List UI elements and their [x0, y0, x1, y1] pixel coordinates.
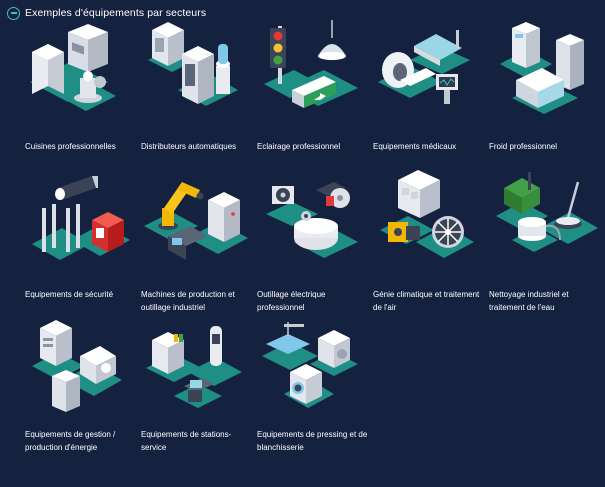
sector-label: Equipements de sécurité [25, 290, 114, 299]
sector-label: Outillage électrique professionnel [257, 290, 326, 312]
sector-grid: Cuisines professionnelles [0, 20, 605, 456]
power-tools-icon [254, 168, 370, 280]
security-icon [22, 168, 138, 280]
sector-label: Distributeurs automatiques [141, 142, 237, 151]
sector-label: Froid professionnel [489, 142, 558, 151]
sector-card-laundry[interactable]: Equipements de pressing et de blanchisse… [254, 316, 370, 464]
lighting-icon [254, 20, 370, 132]
vending-icon [138, 20, 254, 132]
laundry-icon [254, 316, 370, 428]
sector-card-production[interactable]: Machines de production et outillage indu… [138, 168, 254, 316]
sector-label: Equipements médicaux [373, 142, 457, 151]
sector-label: Equipements de gestion / production d'én… [25, 430, 116, 452]
cleaning-icon [486, 168, 602, 280]
sector-card-security[interactable]: Equipements de sécurité [22, 168, 138, 316]
sector-card-energy[interactable]: Equipements de gestion / production d'én… [22, 316, 138, 464]
section-header[interactable]: Exemples d'équipements par secteurs [7, 5, 206, 21]
sector-card-vending[interactable]: Distributeurs automatiques [138, 20, 254, 168]
sector-label: Cuisines professionnelles [25, 142, 116, 151]
sector-label: Eclairage professionnel [257, 142, 341, 151]
fuel-station-icon [138, 316, 254, 428]
sector-card-cleaning[interactable]: Nettoyage industriel et traitement de l'… [486, 168, 602, 316]
sector-card-refrigeration[interactable]: Froid professionnel [486, 20, 602, 168]
robot-arm-icon [138, 168, 254, 280]
section-title: Exemples d'équipements par secteurs [25, 7, 207, 19]
energy-icon [22, 316, 138, 428]
sector-card-hvac[interactable]: Génie climatique et traitement de l'air [370, 168, 486, 316]
sector-label: Machines de production et outillage indu… [141, 290, 235, 312]
sector-label: Equipements de stations-service [141, 430, 232, 452]
hvac-icon [370, 168, 486, 280]
sector-label: Nettoyage industriel et traitement de l'… [489, 290, 569, 312]
sector-card-lighting[interactable]: Eclairage professionnel [254, 20, 370, 168]
medical-icon [370, 20, 486, 132]
sector-label: Equipements de pressing et de blanchisse… [257, 430, 368, 452]
kitchen-icon [22, 20, 138, 132]
sector-label: Génie climatique et traitement de l'air [373, 290, 480, 312]
minus-circle-icon[interactable] [7, 6, 20, 20]
refrigeration-icon [486, 20, 602, 132]
sector-card-medical[interactable]: Equipements médicaux [370, 20, 486, 168]
sector-card-power-tools[interactable]: Outillage électrique professionnel [254, 168, 370, 316]
sector-card-kitchen[interactable]: Cuisines professionnelles [22, 20, 138, 168]
sector-card-fuel-station[interactable]: Equipements de stations-service [138, 316, 254, 464]
